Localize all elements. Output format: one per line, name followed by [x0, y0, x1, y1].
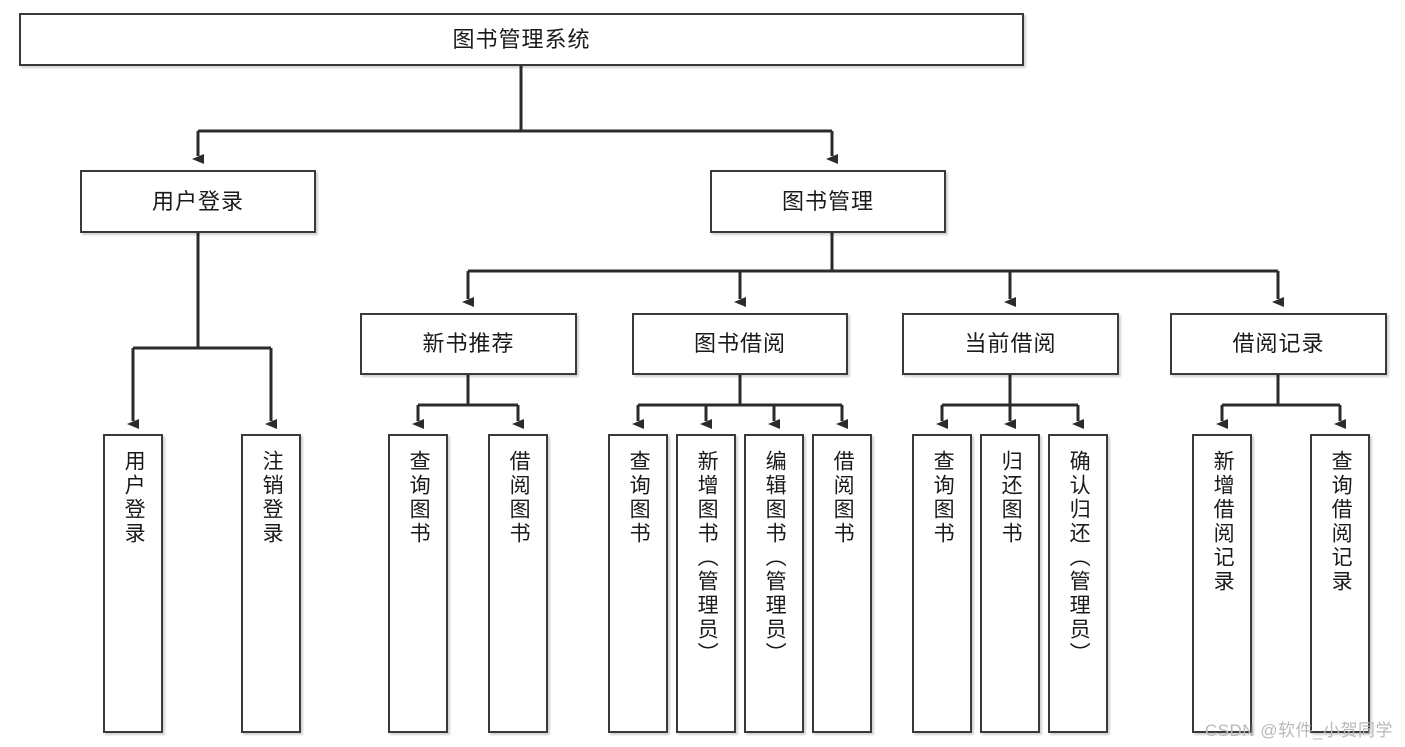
- node-leaf-add-record[interactable]: 新增借阅记录: [1192, 434, 1252, 733]
- node-leaf-query-book-1-label: 查询图书: [407, 450, 431, 546]
- node-current-borrow[interactable]: 当前借阅: [902, 313, 1119, 375]
- node-book-borrow-label: 图书借阅: [693, 331, 786, 357]
- node-book-manage-label: 图书管理: [781, 188, 874, 214]
- node-leaf-add-book-label: 新增图书（管理员）: [695, 450, 719, 666]
- node-borrow-record[interactable]: 借阅记录: [1170, 313, 1387, 375]
- node-leaf-logout[interactable]: 注销登录: [241, 434, 301, 733]
- node-leaf-query-book-3[interactable]: 查询图书: [912, 434, 972, 733]
- node-leaf-query-book-2-label: 查询图书: [627, 450, 651, 546]
- node-leaf-confirm-return-label: 确认归还（管理员）: [1067, 450, 1091, 666]
- node-leaf-add-record-label: 新增借阅记录: [1211, 450, 1235, 594]
- node-leaf-query-record-label: 查询借阅记录: [1329, 450, 1353, 594]
- node-book-borrow[interactable]: 图书借阅: [632, 313, 848, 375]
- node-leaf-return-book[interactable]: 归还图书: [980, 434, 1040, 733]
- node-book-manage[interactable]: 图书管理: [710, 170, 946, 233]
- node-leaf-logout-label: 注销登录: [260, 450, 284, 546]
- node-current-borrow-label: 当前借阅: [964, 331, 1057, 357]
- node-borrow-record-label: 借阅记录: [1232, 331, 1325, 357]
- node-leaf-user-login-label: 用户登录: [122, 450, 146, 546]
- node-new-book-rec-label: 新书推荐: [422, 331, 515, 357]
- node-leaf-edit-book[interactable]: 编辑图书（管理员）: [744, 434, 804, 733]
- node-leaf-query-book-3-label: 查询图书: [931, 450, 955, 546]
- node-leaf-borrow-book-2-label: 借阅图书: [831, 450, 855, 546]
- node-leaf-query-book-2[interactable]: 查询图书: [608, 434, 668, 733]
- node-user-login[interactable]: 用户登录: [80, 170, 316, 233]
- node-leaf-add-book[interactable]: 新增图书（管理员）: [676, 434, 736, 733]
- node-leaf-query-record[interactable]: 查询借阅记录: [1310, 434, 1370, 733]
- node-leaf-edit-book-label: 编辑图书（管理员）: [763, 450, 787, 666]
- node-leaf-return-book-label: 归还图书: [999, 450, 1023, 546]
- node-new-book-rec[interactable]: 新书推荐: [360, 313, 577, 375]
- csdn-watermark: CSDN @软件_小贺同学: [1204, 721, 1393, 740]
- node-leaf-borrow-book-1[interactable]: 借阅图书: [488, 434, 548, 733]
- node-leaf-user-login[interactable]: 用户登录: [103, 434, 163, 733]
- node-user-login-label: 用户登录: [151, 188, 244, 214]
- node-root-label: 图书管理系统: [452, 26, 591, 52]
- node-leaf-confirm-return[interactable]: 确认归还（管理员）: [1048, 434, 1108, 733]
- node-root[interactable]: 图书管理系统: [19, 13, 1024, 66]
- node-leaf-borrow-book-2[interactable]: 借阅图书: [812, 434, 872, 733]
- node-leaf-borrow-book-1-label: 借阅图书: [507, 450, 531, 546]
- node-leaf-query-book-1[interactable]: 查询图书: [388, 434, 448, 733]
